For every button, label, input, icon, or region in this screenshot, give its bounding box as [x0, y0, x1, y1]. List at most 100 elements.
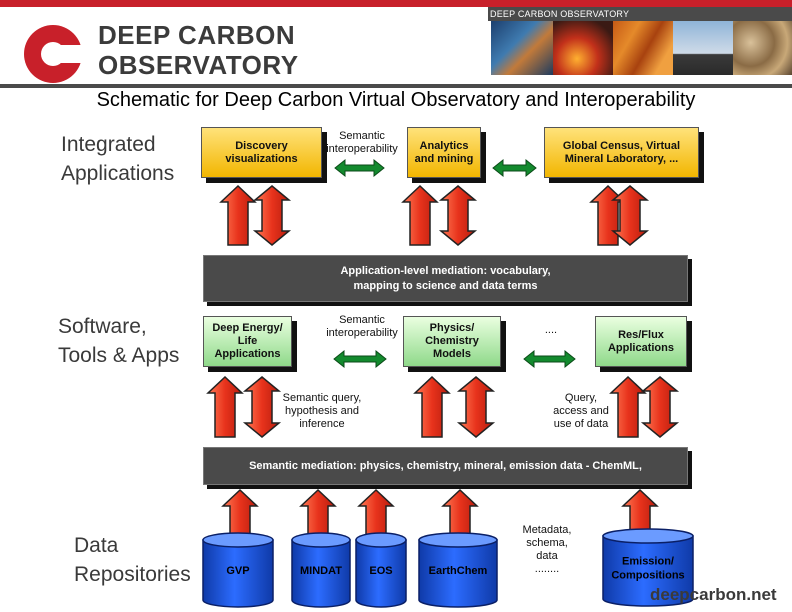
horizontal-green-arrow-icon: [333, 349, 387, 369]
horizontal-green-arrow-icon: [523, 349, 576, 369]
box-line: Res/Flux: [618, 328, 664, 341]
box-line: Mineral Laboratory, ...: [564, 152, 679, 165]
cylinder-body: [291, 539, 351, 608]
cylinder-body: [602, 535, 694, 607]
photo-ocean-image: [491, 21, 553, 75]
up-arrow-icon: [357, 488, 395, 536]
global-census-box: Global Census, Virtual Mineral Laborator…: [544, 127, 699, 178]
logo-line-1: DEEP CARBON: [98, 20, 296, 50]
section-label-line: Tools & Apps: [58, 344, 180, 367]
repository-cylinder: GVP: [202, 532, 274, 608]
photo-oil-rig-image: [673, 21, 733, 75]
logo-wordmark: DEEP CARBON OBSERVATORY: [98, 20, 299, 80]
box-line: and mining: [414, 152, 474, 165]
section-label-line: Data: [74, 534, 119, 557]
deep-energy-life-box: Deep Energy/ Life Applications: [203, 316, 292, 367]
analytics-mining-box: Analytics and mining: [407, 127, 481, 178]
section-label-integrated: Integrated Applications: [61, 130, 174, 188]
discovery-visualizations-box: Discovery visualizations: [201, 127, 322, 178]
box-line: Life: [237, 335, 258, 347]
repository-cylinder: MINDAT: [291, 532, 351, 608]
bar-line: mapping to science and data terms: [353, 279, 538, 292]
double-arrow-icon: [242, 376, 282, 438]
page-title: Schematic for Deep Carbon Virtual Observ…: [96, 89, 696, 111]
application-mediation-bar: Application-level mediation: vocabulary,…: [203, 255, 688, 302]
photo-mineral-image: [733, 21, 792, 75]
horizontal-green-arrow-icon: [334, 158, 385, 178]
cylinder-label: MINDAT: [300, 565, 342, 577]
cylinder-top: [291, 532, 351, 548]
horizontal-green-arrow-icon: [492, 158, 537, 178]
note-line: ........: [534, 563, 560, 575]
cylinder-label: Compositions: [611, 570, 684, 582]
cylinder-label: EarthChem: [429, 565, 488, 577]
metadata-note: Metadata, schema, data ........: [514, 524, 580, 576]
photo-volcano-image: [553, 21, 613, 75]
physics-chemistry-models-box: Physics/ Chemistry Models: [403, 316, 501, 367]
box-line: Chemistry: [425, 335, 479, 347]
note-line: data: [536, 550, 558, 562]
note-line: access and: [553, 405, 609, 417]
double-arrow-icon: [438, 185, 478, 246]
up-arrow-icon: [206, 375, 244, 438]
section-label-line: Integrated: [61, 133, 156, 156]
section-label-line: Applications: [61, 162, 175, 185]
note-line: Semantic: [339, 314, 385, 326]
cylinder-body: [202, 539, 274, 608]
box-line: Models: [433, 348, 471, 360]
up-arrow-icon: [609, 375, 647, 438]
note-line: interoperability: [326, 327, 398, 339]
header-photo-strip: [491, 21, 792, 75]
repository-cylinder: EarthChem: [418, 532, 498, 608]
semantic-query-note: Semantic query, hypothesis and inference: [276, 392, 368, 431]
bar-line: Application-level mediation: vocabulary,: [340, 264, 551, 277]
cylinder-body: [418, 539, 498, 608]
bar-line: Semantic mediation: physics, chemistry, …: [249, 459, 642, 472]
note-line: use of data: [553, 418, 609, 430]
up-arrow-icon: [299, 488, 337, 536]
box-line: Deep Energy/: [212, 322, 283, 334]
box-line: Applications: [214, 348, 281, 360]
up-arrow-icon: [401, 184, 439, 246]
cylinder-top: [202, 532, 274, 548]
section-label-software: Software, Tools & Apps: [58, 312, 179, 370]
cylinder-top: [355, 532, 407, 548]
res-flux-applications-box: Res/Flux Applications: [595, 316, 687, 367]
note-line: schema,: [526, 537, 568, 549]
semantic-mediation-bar: Semantic mediation: physics, chemistry, …: [203, 447, 688, 485]
footer-url: deepcarbon.net: [650, 585, 777, 604]
cylinder-body: [355, 539, 407, 608]
logo-line-2: OBSERVATORY: [98, 50, 299, 80]
note-line: interoperability: [326, 143, 398, 155]
note-line: hypothesis and: [285, 405, 359, 417]
double-arrow-icon: [610, 185, 650, 246]
section-label-line: Repositories: [74, 563, 191, 586]
query-access-note: Query, access and use of data: [546, 392, 616, 431]
up-arrow-icon: [221, 488, 259, 536]
section-label-line: Software,: [58, 315, 147, 338]
banner-strip: [488, 7, 792, 21]
double-arrow-icon: [456, 376, 496, 438]
up-arrow-icon: [441, 488, 479, 536]
note-line: Metadata,: [522, 524, 572, 536]
ellipsis-note: ....: [544, 324, 558, 336]
note-line: Semantic query,: [282, 392, 362, 404]
box-line: Applications: [607, 341, 674, 354]
cylinder-label: Emission/: [622, 556, 674, 568]
top-red-bar: [0, 0, 792, 7]
note-line: Query,: [564, 392, 598, 404]
header-divider: [0, 84, 792, 88]
banner-text: DEEP CARBON OBSERVATORY: [490, 9, 630, 19]
cylinder-top: [418, 532, 498, 548]
note-line: Semantic: [339, 130, 385, 142]
note-line: inference: [299, 418, 345, 430]
box-line: Global Census, Virtual: [562, 139, 681, 152]
semantic-interoperability-note-mid: Semantic interoperability: [318, 314, 406, 340]
cylinder-label: GVP: [226, 565, 249, 577]
dco-logo-icon: [24, 25, 84, 83]
box-line: Analytics: [419, 139, 469, 152]
double-arrow-icon: [640, 376, 680, 438]
repository-cylinder: EOS: [355, 532, 407, 608]
box-line: visualizations: [225, 152, 298, 165]
